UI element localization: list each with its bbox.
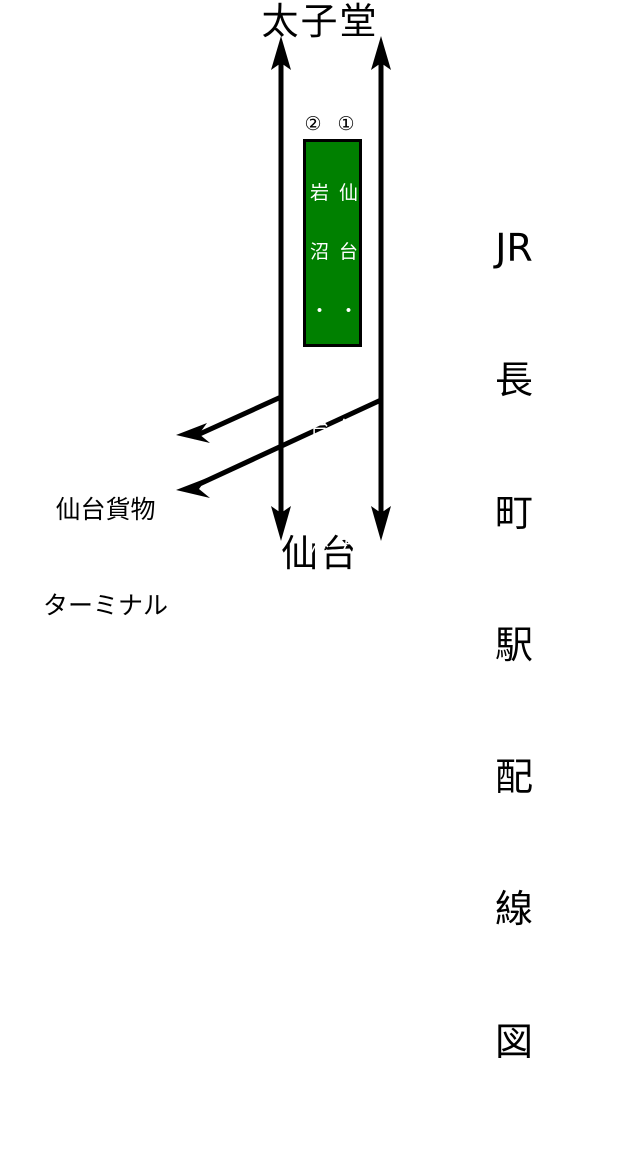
diagram-title-char: 長 — [494, 358, 533, 403]
platform-2-destination-char: 方 — [309, 592, 329, 615]
freight-terminal-label: 仙台貨物 ターミナル — [18, 430, 193, 686]
platform-2-destination-char: 面 — [309, 651, 329, 674]
diagram-title-char: JR — [495, 226, 533, 271]
track-layout-diagram: 太子堂 仙台 仙台貨物 ターミナル JR 長 町 駅 配 線 図 ② ① 岩 沼… — [43, 0, 533, 1064]
platform-2-destination-char: 沼 — [309, 240, 329, 263]
freight-terminal-label-line1: 仙台貨物 — [55, 495, 156, 524]
track-1-arrow-down — [371, 506, 391, 541]
diagram-title-char: 駅 — [494, 622, 533, 667]
platform-2-destination-char: 岩 — [309, 182, 329, 205]
diagram-title-char: 町 — [494, 490, 533, 535]
diagram-title: JR 長 町 駅 配 線 図 — [487, 138, 541, 1152]
platform-2-destination: 岩 沼 ・ 仙 台 空 港 方 面 — [308, 145, 331, 712]
platform-block: 岩 沼 ・ 仙 台 空 港 方 面 仙 台 ・ 小 牛 田 方 面 — [303, 139, 362, 672]
bottom-station-label: 仙台 — [281, 532, 359, 575]
track-lines-svg — [176, 36, 391, 541]
platform-2-destination-char: 港 — [309, 534, 329, 557]
track-2-arrow-down — [271, 506, 291, 541]
freight-terminal-label-line2: ターミナル — [42, 591, 168, 620]
branch-upper-shaft — [191, 394, 283, 440]
branch-upper-arrow — [176, 423, 210, 443]
platform-2-destination-char: ・ — [309, 299, 329, 322]
branch-lower-shaft — [191, 397, 383, 490]
diagram-title-char: 図 — [494, 1019, 533, 1064]
top-station-label: 太子堂 — [261, 0, 379, 43]
platform-2-destination-char: 仙 — [309, 358, 329, 381]
track-line-1 — [371, 36, 391, 541]
platform-1-destination-char: 牛 — [338, 416, 358, 439]
platform-1-destination-char: 面 — [338, 592, 358, 615]
platform-2-destination-char: 空 — [309, 475, 329, 498]
diagram-title-char: 線 — [494, 887, 533, 932]
track-2-arrow-up — [271, 36, 291, 70]
diagram-title-char: 配 — [494, 755, 533, 800]
platform-1-destination-char: 小 — [338, 358, 358, 381]
platform-1-destination-char: 仙 — [338, 182, 358, 205]
track-number-2: ② — [304, 113, 322, 135]
branch-line-lower — [176, 397, 383, 498]
platform-2-destination-char: 台 — [309, 416, 329, 439]
platform-1-destination-char: 田 — [338, 475, 358, 498]
track-1-arrow-up — [371, 36, 391, 70]
track-line-2 — [271, 36, 291, 541]
platform-1-destination: 仙 台 ・ 小 牛 田 方 面 — [337, 145, 360, 654]
platform-1-destination-char: 台 — [338, 240, 358, 263]
platform-1-destination-char: ・ — [338, 299, 358, 322]
branch-line-upper — [176, 394, 283, 443]
branch-lower-arrow — [176, 478, 210, 498]
platform-1-destination-char: 方 — [338, 534, 358, 557]
track-number-1: ① — [337, 113, 355, 135]
